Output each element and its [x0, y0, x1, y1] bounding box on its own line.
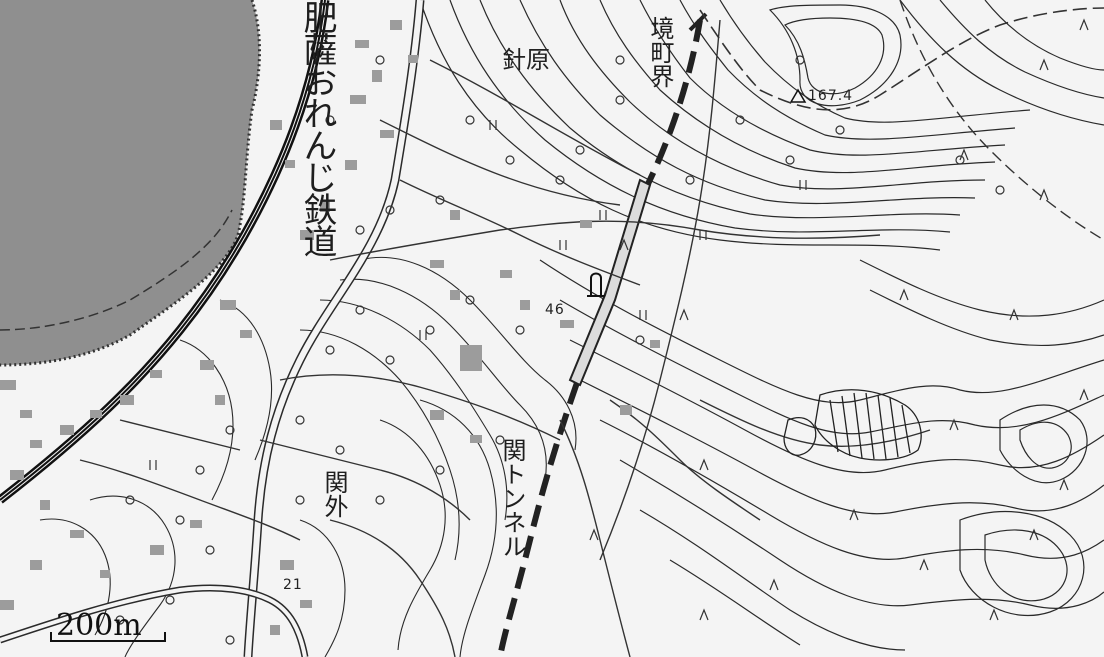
boundary-coast: [0, 209, 233, 331]
triangle-icon: [789, 88, 807, 103]
cliff-hachures: [783, 389, 922, 461]
western-contours: [39, 256, 577, 657]
admin-boundary: [699, 7, 1104, 111]
contour-lines: [419, 0, 1104, 651]
tunnel-label: 関トンネル: [498, 438, 526, 558]
expressway: [497, 12, 708, 657]
district-harihara-label: 針原: [502, 46, 550, 74]
boundary-label: 境町界: [646, 16, 674, 88]
main-road: [0, 0, 425, 657]
summit-elevation: 167.4: [808, 88, 854, 104]
railway-name-label: 肥薩おれんじ鉄道: [297, 0, 337, 256]
scale-bar-line: [50, 632, 166, 642]
district-sekigai-label: 関外: [320, 470, 348, 518]
field-icon: [149, 120, 807, 470]
map-symbols: [115, 18, 1089, 645]
buildings: [0, 20, 660, 635]
scale-bar: 200m: [48, 606, 166, 646]
minor-roads: [79, 0, 1104, 657]
broadleaf-forest-icon: [589, 18, 1089, 621]
coastline: [0, 0, 261, 367]
sea-area: [0, 0, 260, 365]
spot-height-21: 21: [283, 577, 303, 593]
shrine-icon: [587, 272, 605, 297]
orchard-icon: [115, 55, 1005, 645]
scale-label: 200m: [56, 608, 142, 643]
spot-height-46: 46: [545, 302, 565, 318]
